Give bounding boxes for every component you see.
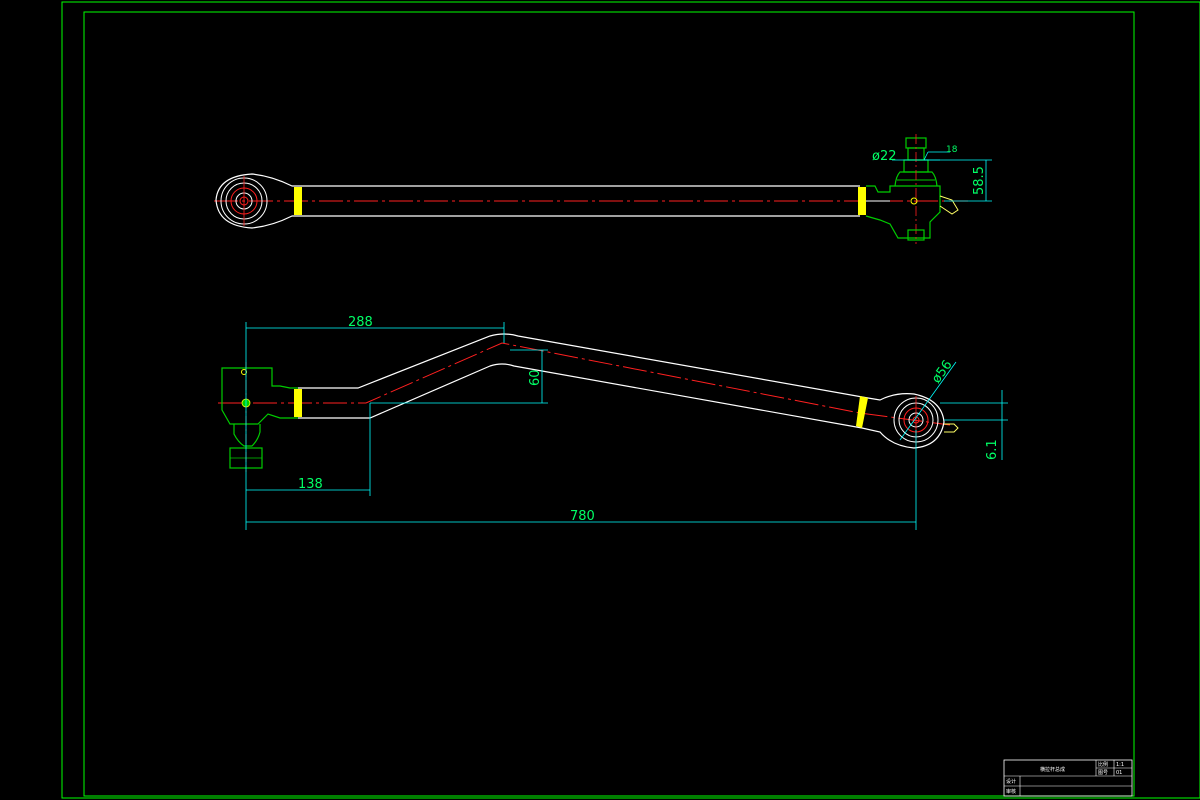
- top-left-eye: [215, 173, 298, 229]
- dim-bend-288: 288: [348, 315, 373, 330]
- inner-frame: [83, 11, 1135, 797]
- top-view: ø22 18 58.5: [214, 134, 992, 244]
- dim-height-58-5: 58.5: [972, 166, 987, 195]
- top-collar-right: [858, 187, 866, 215]
- dim-total-780: 780: [570, 509, 595, 524]
- top-dimensions: ø22 18 58.5: [872, 145, 992, 202]
- title-block-cell-c: 图号: [1098, 770, 1108, 776]
- title-block-cell-b: 1:1: [1116, 762, 1124, 768]
- dim-offset-60: 60: [528, 369, 543, 386]
- front-centerline: [218, 342, 951, 426]
- title-block-cell-d: 01: [1116, 770, 1122, 776]
- front-arm-bottom-edge: [298, 363, 863, 429]
- dim-drop-6-1: 6.1: [985, 439, 1000, 460]
- front-dimensions: [245, 322, 1008, 530]
- front-collar-right: [856, 396, 868, 428]
- dim-eye-diameter: ø56: [929, 358, 956, 387]
- front-collar-left: [294, 389, 302, 417]
- title-block-cell-e: 设计: [1006, 778, 1016, 785]
- top-collar-left: [294, 187, 302, 215]
- front-view: 288 60 ø56 138 780 6.1: [218, 315, 1008, 530]
- front-right-eye: [861, 393, 959, 449]
- outer-frame: [61, 1, 1200, 799]
- title-block-cell-a: 比例: [1098, 761, 1108, 768]
- dim-straight-138: 138: [298, 477, 323, 492]
- title-block-name: 横拉杆总成: [1040, 766, 1065, 773]
- front-left-ball-joint: [221, 362, 298, 472]
- dim-ball-diameter: ø22: [872, 149, 897, 164]
- title-block: 横拉杆总成 比例 1:1 图号 01 设计 审核: [1003, 759, 1133, 797]
- front-arm-top-edge: [298, 333, 869, 399]
- dim-small-18: 18: [946, 145, 958, 155]
- title-block-cell-f: 审核: [1006, 788, 1016, 795]
